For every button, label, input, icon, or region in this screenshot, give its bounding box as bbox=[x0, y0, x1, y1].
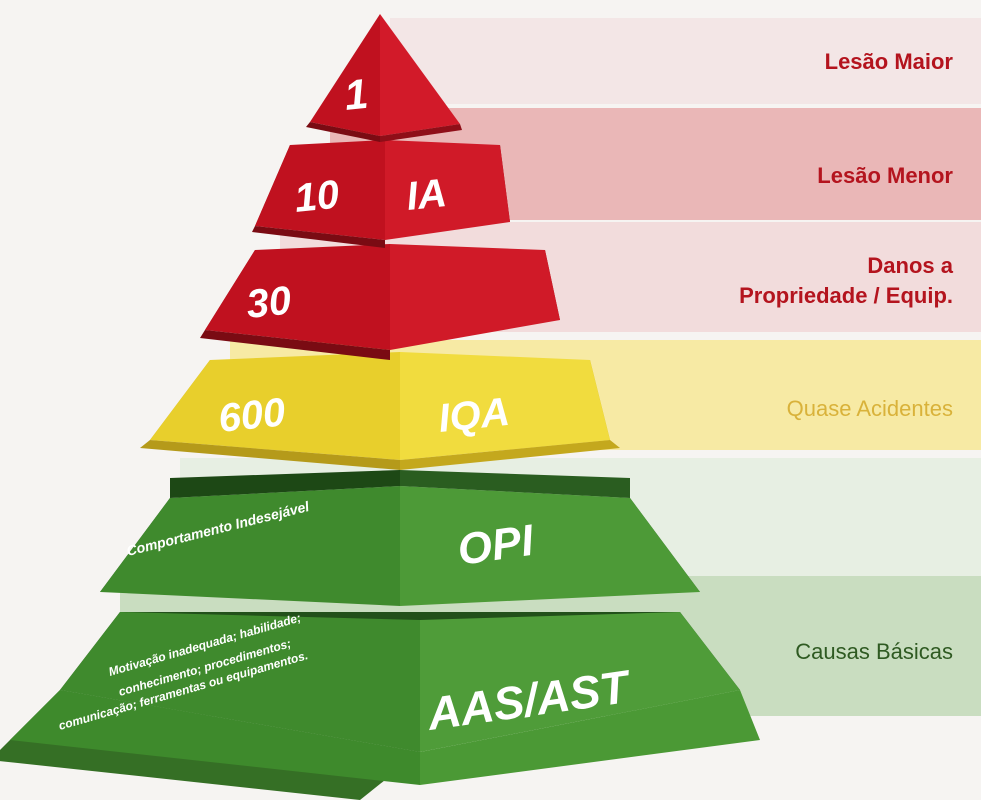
category-lesao-menor: Lesão Menor bbox=[817, 163, 953, 188]
category-danos-line1: Danos a bbox=[867, 253, 953, 278]
iqa-number: 600 bbox=[216, 390, 287, 441]
tier-1-number: 1 bbox=[342, 70, 370, 119]
tier-opi bbox=[100, 470, 700, 606]
tier-30-number: 30 bbox=[244, 279, 293, 327]
iqa-label: IQA bbox=[436, 390, 511, 441]
category-danos-line2: Propriedade / Equip. bbox=[739, 283, 953, 308]
ia-label: IA bbox=[404, 171, 448, 219]
category-quase-acidentes: Quase Acidentes bbox=[786, 396, 953, 421]
tier-aas-ast bbox=[0, 612, 760, 800]
category-causas-basicas: Causas Básicas bbox=[795, 639, 953, 664]
tier-iqa bbox=[140, 352, 620, 470]
tier-30 bbox=[200, 244, 560, 360]
band-lesao-maior bbox=[390, 18, 981, 104]
tier-10-number: 10 bbox=[292, 173, 341, 221]
opi-label: OPI bbox=[455, 516, 538, 575]
tier-10-ia bbox=[252, 140, 510, 248]
category-lesao-maior: Lesão Maior bbox=[824, 49, 953, 74]
tier-1 bbox=[306, 14, 462, 142]
